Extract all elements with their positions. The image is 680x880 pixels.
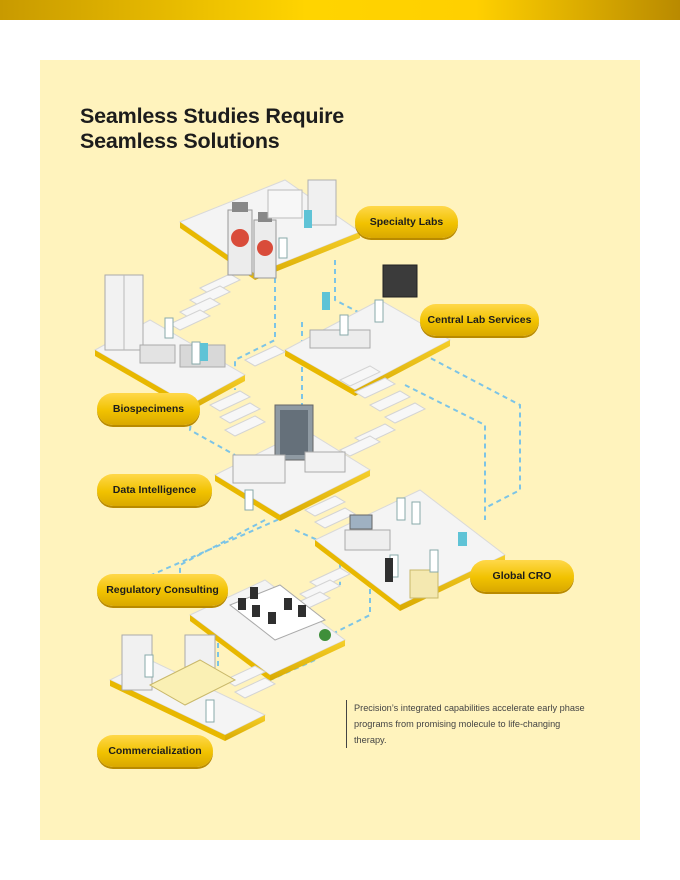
people bbox=[144, 210, 467, 723]
isometric-lab-illustration bbox=[93, 179, 521, 741]
content-panel: Seamless Studies Require Seamless Soluti… bbox=[40, 60, 640, 840]
top-gold-band bbox=[0, 0, 680, 20]
label-biospecimens: Biospecimens bbox=[97, 393, 200, 425]
label-central-lab-services: Central Lab Services bbox=[420, 304, 539, 336]
lab-equipment bbox=[104, 179, 439, 706]
label-commercialization: Commercialization bbox=[97, 735, 213, 767]
page-title: Seamless Studies Require Seamless Soluti… bbox=[80, 104, 344, 154]
label-regulatory-consulting: Regulatory Consulting bbox=[97, 574, 228, 606]
title-line-1: Seamless Studies Require bbox=[80, 104, 345, 128]
label-data-intelligence: Data Intelligence bbox=[97, 474, 212, 506]
title-line-2: Seamless Solutions bbox=[80, 129, 280, 153]
label-specialty-labs: Specialty Labs bbox=[355, 206, 458, 238]
label-global-cro: Global CRO bbox=[470, 560, 574, 592]
caption-text: Precision’s integrated capabilities acce… bbox=[346, 700, 594, 748]
